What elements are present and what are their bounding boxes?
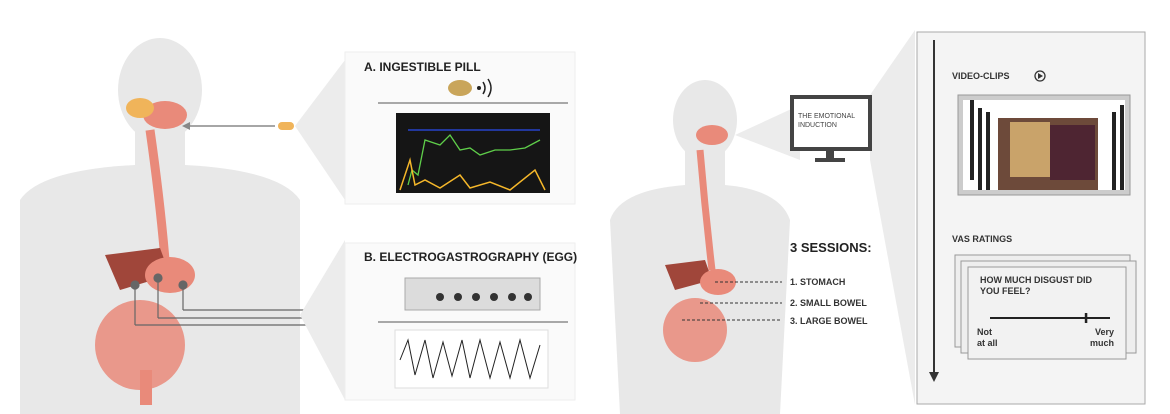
vas-question-line2: YOU FEEL? [980,286,1031,296]
capsule-image [448,80,472,96]
right-body-figure [610,80,790,414]
vas-max-line2: much [1090,338,1115,348]
vas-question-line1: HOW MUCH DISGUST DID [980,275,1092,285]
monitor-text-line1: THE EMOTIONAL [798,113,856,120]
egg-waveform-chart [394,329,549,389]
left-body-figure [20,38,340,414]
session-stomach: 1. STOMACH [790,277,846,287]
vas-min-line2: at all [977,338,998,348]
vas-slider-marker [1084,313,1088,323]
panel-a-title: A. INGESTIBLE PILL [364,60,481,74]
vas-ratings-label: VAS RATINGS [952,234,1013,244]
video-clips-label: VIDEO-CLIPS [952,71,1010,81]
monitor-text: THE EMOTIONAL INDUCTION [798,112,855,130]
panel-b-title: B. ELECTROGASTROGRAPHY (EGG) [364,250,578,264]
stomach-shape [145,257,195,293]
pill-recording-chart [396,113,550,193]
vas-card [967,266,1127,360]
monitor-icon [790,95,872,151]
play-icon [1034,70,1046,82]
vas-min-label: Not at all [977,327,998,349]
vas-min-line1: Not [977,327,992,337]
vas-question: HOW MUCH DISGUST DID YOU FEEL? [980,275,1092,297]
pill-icon [278,122,294,130]
session-large-bowel: 3. LARGE BOWEL [790,316,868,326]
sessions-title: 3 SESSIONS: [790,240,872,255]
intestine-shape [95,300,185,390]
vas-max-line1: Very [1094,327,1115,337]
session-small-bowel: 2. SMALL BOWEL [790,298,867,308]
vas-max-label: Very much [1090,327,1114,349]
wireless-icon [482,78,492,98]
monitor-text-line2: INDUCTION [798,122,837,129]
egg-device [404,277,541,311]
